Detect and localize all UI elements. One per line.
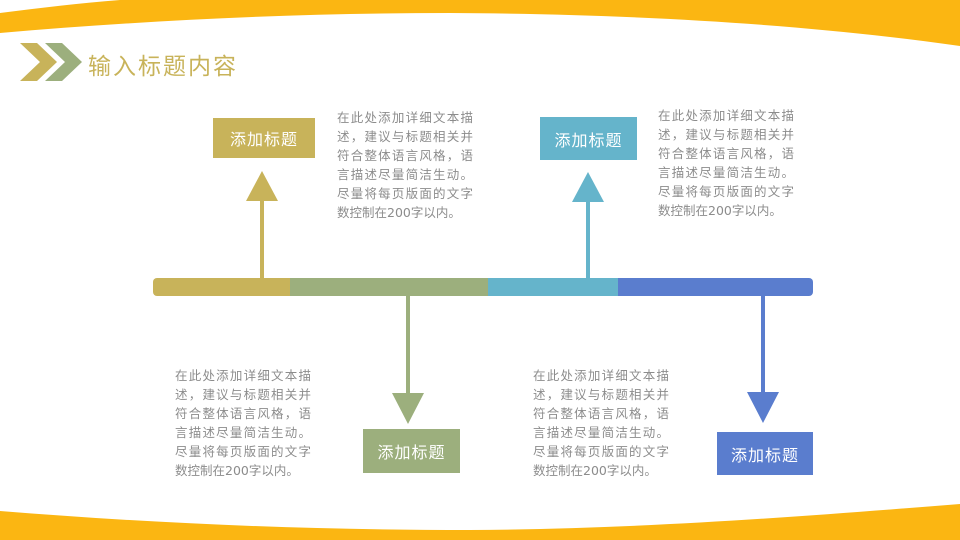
title-box-label: 添加标题 <box>554 130 623 150</box>
title-box-label: 添加标题 <box>377 443 446 462</box>
title-box-teal: 添加标题 <box>540 117 637 160</box>
up-arrowhead-gold <box>246 171 278 201</box>
description-text-bottom-left: 在此处添加详细文本描述，建议与标题相关并符合整体语言风格，语言描述尽量简洁生动。… <box>175 368 311 478</box>
timeline-segment-teal <box>488 278 618 296</box>
title-box-label: 添加标题 <box>730 445 799 465</box>
double-chevron-icon <box>20 43 82 81</box>
description-text-bottom-right: 在此处添加详细文本描述，建议与标题相关并符合整体语言风格，语言描述尽量简洁生动。… <box>533 368 669 478</box>
up-arrow-stem-teal <box>586 201 590 278</box>
top-wave-decoration <box>0 0 960 46</box>
bottom-wave-decoration <box>0 504 960 540</box>
down-arrowhead-green <box>392 393 424 424</box>
timeline-segment-green <box>290 278 488 296</box>
title-box-label: 添加标题 <box>229 130 298 149</box>
timeline-segment-blue <box>618 278 813 296</box>
down-arrow-stem-blue <box>761 296 765 393</box>
title-box-green: 添加标题 <box>363 429 460 473</box>
description-text-top-left: 在此处添加详细文本描述，建议与标题相关并符合整体语言风格，语言描述尽量简洁生动。… <box>337 110 473 220</box>
description-text-top-right: 在此处添加详细文本描述，建议与标题相关并符合整体语言风格，语言描述尽量简洁生动。… <box>658 108 794 218</box>
timeline-segment-gold <box>153 278 290 296</box>
up-arrowhead-teal <box>572 172 604 202</box>
timeline-bar <box>153 278 813 296</box>
page-title: 输入标题内容 <box>88 54 238 80</box>
down-arrow-stem-green <box>406 296 410 393</box>
down-arrowhead-blue <box>747 392 779 423</box>
title-box-gold: 添加标题 <box>213 118 315 158</box>
up-arrow-stem-gold <box>260 201 264 278</box>
title-box-blue: 添加标题 <box>717 432 813 475</box>
